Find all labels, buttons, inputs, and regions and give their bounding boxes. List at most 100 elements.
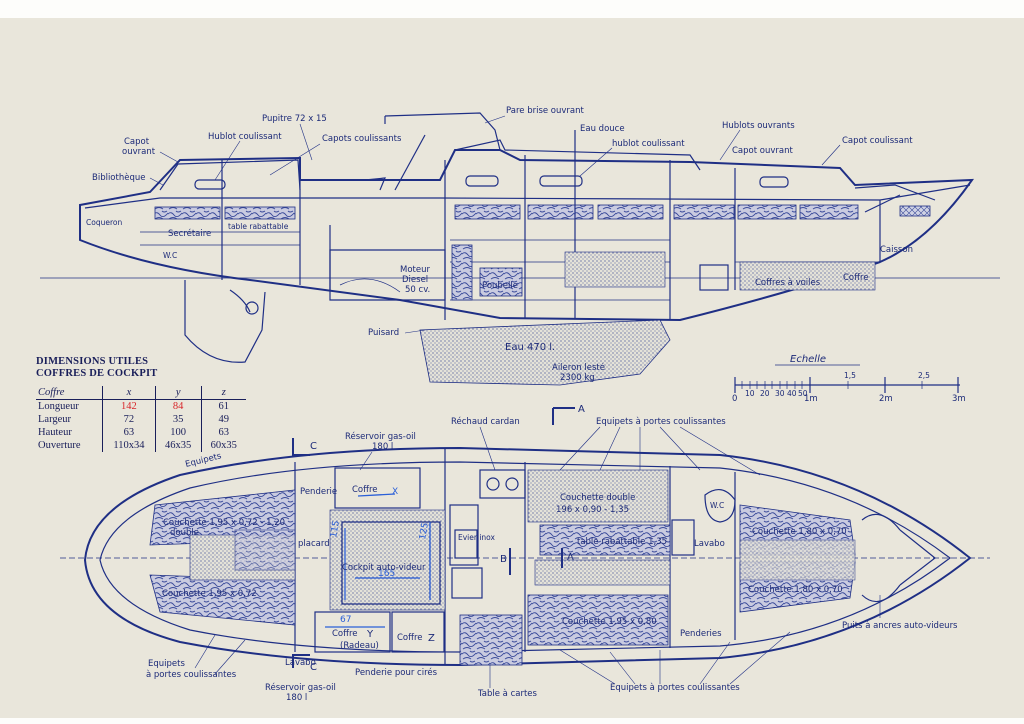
label-pupitre: Pupitre 72 x 15 xyxy=(262,114,327,124)
blue-annotations: 67 115 165 125 xyxy=(325,493,431,628)
cell-x: 110x34 xyxy=(102,439,156,452)
label-couchette-double-left-2: double xyxy=(170,528,199,538)
label-couchette-right-top: Couchette 1,80 x 0,70 xyxy=(752,527,847,537)
annotation-115: 115 xyxy=(329,520,342,539)
label-capot-left-2: ouvrant xyxy=(122,147,156,157)
label-eau: Eau 470 l. xyxy=(505,342,555,353)
scale-title: Echelle xyxy=(790,354,826,365)
cell-y: 35 xyxy=(154,413,202,426)
label-penderies: Penderies xyxy=(680,629,722,639)
label-coffre-x: Coffre xyxy=(352,485,378,495)
cell-y: 100 xyxy=(154,426,202,439)
table-row: Hauteur 63 100 63 xyxy=(36,426,246,439)
label-coffre-y-letter: Y xyxy=(366,629,374,640)
label-secretaire: Secrétaire xyxy=(168,228,211,239)
table-header-row: Coffre x y z xyxy=(36,386,246,400)
cell-z: 49 xyxy=(200,413,246,426)
label-reservoir-bottom-2: 180 l xyxy=(286,693,307,703)
label-pare-brise: Pare brise ouvrant xyxy=(506,106,585,116)
label-evier: Evier inox xyxy=(458,533,496,542)
label-equipets-portes-top: Equipets à portes coulissantes xyxy=(596,417,726,427)
scale-minor-15: 1,5 xyxy=(844,371,856,380)
scale-tick-0: 0 xyxy=(732,394,737,404)
scale-tick-1: 1m xyxy=(804,394,818,404)
table-row: Ouverture 110x34 46x35 60x35 xyxy=(36,439,246,452)
row-label: Longueur xyxy=(38,401,79,412)
label-capot-left-1: Capot xyxy=(124,137,150,147)
label-capot-ouvrant-mid: Capot ouvrant xyxy=(732,146,793,156)
label-caisson: Caisson xyxy=(880,245,913,255)
label-radeau: (Radeau) xyxy=(340,641,379,651)
label-equipets-portes-bottom: Equipets à portes coulissantes xyxy=(610,683,740,693)
label-placard: placard xyxy=(298,539,330,549)
scale-minor-30: 30 xyxy=(775,389,785,398)
header-x: x xyxy=(102,386,156,400)
cell-x: 142 xyxy=(102,399,156,413)
table-row: Longueur 142 84 61 xyxy=(36,399,246,413)
scale-minor-10: 10 xyxy=(745,389,755,398)
cell-x: 63 xyxy=(102,426,156,439)
label-coffre-z-letter: Z xyxy=(428,633,435,644)
table-row: Largeur 72 35 49 xyxy=(36,413,246,426)
cell-z: 60x35 xyxy=(200,439,246,452)
section-b: B xyxy=(500,554,507,565)
dimensions-grid: Coffre x y z Longueur 142 84 61 Largeur … xyxy=(36,386,246,452)
label-cockpit: Cockpit auto-videur xyxy=(342,563,426,573)
label-couchette-double-mid-2: 196 x 0,90 - 1,35 xyxy=(556,505,629,515)
label-coffre-profile: Coffre xyxy=(843,273,869,283)
label-aileron-2: 2300 kg xyxy=(560,373,595,383)
row-label: Ouverture xyxy=(38,440,81,451)
label-couchette-left-bottom: Couchette 1,95 x 0,72 xyxy=(162,589,257,599)
label-equipets-left-bottom-2: à portes coulissantes xyxy=(146,670,237,680)
label-puits: Puits à ancres auto-videurs xyxy=(842,621,958,631)
scale-tick-2: 2m xyxy=(879,394,893,404)
label-coqueron: Coqueron xyxy=(86,218,122,227)
profile-view xyxy=(40,112,1000,386)
label-rechaud: Réchaud cardan xyxy=(451,416,520,427)
label-table-rabattable-plan: table rabattable 1,35 xyxy=(577,537,667,547)
scale-bar: Echelle 0 1m 2m 3m 10 20 30 40 50 1,5 2,… xyxy=(732,354,966,404)
label-eau-douce: Eau douce xyxy=(580,124,625,134)
plan-view xyxy=(60,407,990,668)
label-coffre-z: Coffre xyxy=(397,633,423,643)
label-couchette-mid-bottom: Couchette 1,95 x 0,80 xyxy=(562,617,657,627)
header-y: y xyxy=(154,386,202,400)
label-coffre-y: Coffre xyxy=(332,629,358,639)
label-poubelle: Poubelle xyxy=(482,281,518,291)
annotation-165: 165 xyxy=(378,569,395,579)
label-wc-plan: W.C xyxy=(710,501,724,510)
label-reservoir-bottom-1: Réservoir gas-oil xyxy=(265,682,336,693)
header-z: z xyxy=(200,386,246,400)
cell-x: 72 xyxy=(102,413,156,426)
cell-z: 61 xyxy=(200,399,246,413)
label-moteur-3: 50 cv. xyxy=(405,285,430,295)
dimensions-title-1: DIMENSIONS UTILES xyxy=(36,356,149,367)
label-capot-coulissant-right: Capot coulissant xyxy=(842,136,913,146)
scale-minor-20: 20 xyxy=(760,389,770,398)
label-bibliotheque: Bibliothèque xyxy=(92,172,145,183)
dimensions-title-2: COFFRES DE COCKPIT xyxy=(36,368,158,379)
label-puisard: Puisard xyxy=(368,328,399,338)
profile-labels: Pupitre 72 x 15 Pare brise ouvrant Eau d… xyxy=(86,106,913,383)
label-capots-coulissants: Capots coulissants xyxy=(322,134,402,144)
label-reservoir-top-2: 180 l xyxy=(372,442,393,452)
label-moteur-1: Moteur xyxy=(400,265,430,275)
label-lavabo-left: Lavabo xyxy=(285,658,316,668)
label-lavabo-right: Lavabo xyxy=(694,539,725,549)
label-hublot-coulissant-mid: hublot coulissant xyxy=(612,139,685,149)
label-couchette-right-bottom: Couchette 1,80 x 0,70 xyxy=(748,585,843,595)
label-coffres-voiles: Coffres à voiles xyxy=(755,278,821,288)
label-equipets-left-bottom-1: Equipets xyxy=(148,659,185,669)
section-a-mid: A xyxy=(567,552,574,563)
label-couchette-double-mid-1: Couchette double xyxy=(560,493,635,503)
label-moteur-2: Diesel xyxy=(402,275,428,285)
cell-y: 46x35 xyxy=(154,439,202,452)
cell-y: 84 xyxy=(154,399,202,413)
label-hublots-ouvrants: Hublots ouvrants xyxy=(722,121,795,131)
section-c-top: C xyxy=(310,441,317,452)
label-penderie-cires: Penderie pour cirés xyxy=(355,667,438,678)
label-table-rabattable: table rabattable xyxy=(228,222,289,231)
row-label: Hauteur xyxy=(38,427,72,438)
section-a-top: A xyxy=(578,404,585,415)
